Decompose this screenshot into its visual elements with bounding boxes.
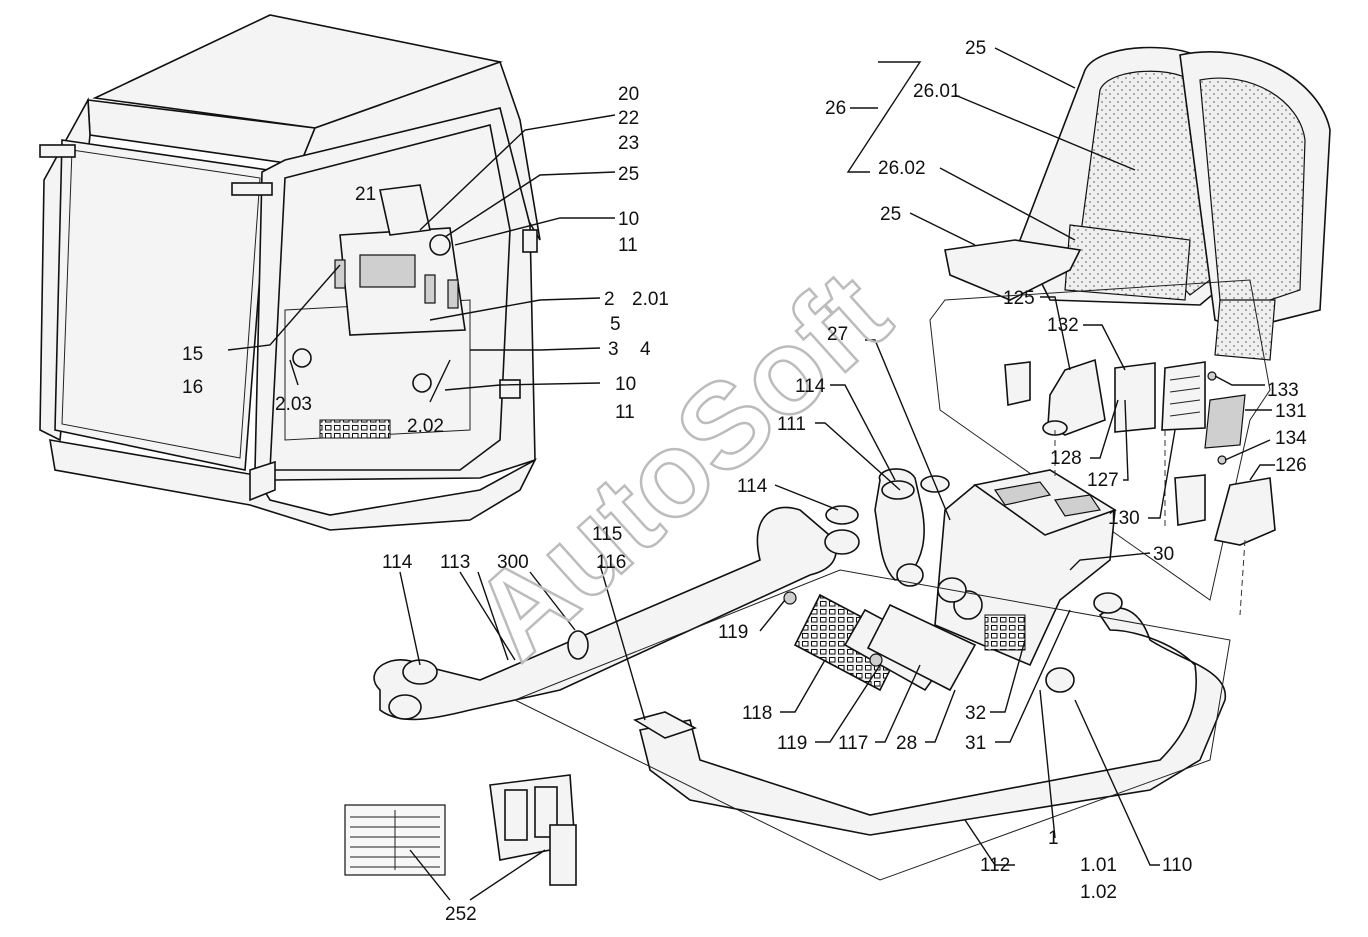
gasket-115 xyxy=(632,711,698,739)
label-28: 28 xyxy=(896,733,917,754)
duct-113 xyxy=(373,506,837,721)
label-118: 118 xyxy=(742,703,772,724)
vent-125 xyxy=(1047,358,1106,436)
duct-port-left xyxy=(292,348,312,368)
cab-floor-base xyxy=(49,439,537,531)
label-110: 110 xyxy=(1162,855,1192,876)
label-1-02: 1.02 xyxy=(1080,882,1117,903)
label-23: 23 xyxy=(618,133,639,154)
callout-labels: 20 22 23 25 10 11 21 2 2.01 5 3 4 15 16 … xyxy=(182,38,1307,925)
relay-252 xyxy=(549,824,577,886)
label-2-02: 2.02 xyxy=(407,416,444,437)
label-4: 4 xyxy=(640,339,651,360)
label-2-03: 2.03 xyxy=(275,394,312,415)
cab-floor-grille xyxy=(319,419,391,439)
label-16: 16 xyxy=(182,377,203,398)
heater-logo-panel xyxy=(359,254,416,288)
cab-heater-top xyxy=(379,184,431,236)
label-2: 2 xyxy=(604,289,615,310)
label-26-01: 26.01 xyxy=(913,81,961,102)
label-113: 113 xyxy=(440,552,470,573)
label-131: 131 xyxy=(1275,401,1307,422)
label-10b: 10 xyxy=(615,374,636,395)
cab-assembly xyxy=(39,14,541,531)
vent-grille-130 xyxy=(1161,361,1206,431)
label-130: 130 xyxy=(1108,508,1140,529)
label-115: 115 xyxy=(592,524,622,545)
heater-box-assembly xyxy=(934,358,1276,667)
label-25b: 25 xyxy=(965,38,986,59)
label-114a: 114 xyxy=(795,376,826,397)
seat-strip-25 xyxy=(944,239,1082,301)
label-10: 10 xyxy=(618,209,639,230)
label-22: 22 xyxy=(618,108,639,129)
label-11b: 11 xyxy=(615,402,635,423)
label-3: 3 xyxy=(608,339,619,360)
label-300: 300 xyxy=(497,552,529,573)
label-20: 20 xyxy=(618,84,639,105)
label-252: 252 xyxy=(445,904,477,925)
label-114c: 114 xyxy=(382,552,413,573)
label-111: 111 xyxy=(777,414,806,435)
label-1-01: 1.01 xyxy=(1080,855,1117,876)
duct-112-110 xyxy=(639,607,1226,836)
label-25: 25 xyxy=(618,164,639,185)
mirror-bracket-upper xyxy=(39,144,76,158)
vent-cover-131 xyxy=(1204,394,1246,449)
filter-assembly xyxy=(783,591,977,692)
label-114b: 114 xyxy=(737,476,768,497)
label-26: 26 xyxy=(825,98,846,119)
label-132: 132 xyxy=(1047,315,1079,336)
heater-cap xyxy=(429,234,451,256)
heater-box-grille xyxy=(984,614,1026,651)
label-116: 116 xyxy=(596,552,626,573)
seat-back-shell-cushion xyxy=(1199,77,1306,311)
knob-119 xyxy=(783,591,797,605)
seat-side-pad xyxy=(1214,299,1276,361)
label-133: 133 xyxy=(1267,380,1299,401)
heater-box-top xyxy=(973,469,1117,536)
clamp-300 xyxy=(567,630,589,660)
label-27: 27 xyxy=(827,324,848,345)
label-125: 125 xyxy=(1003,288,1035,309)
label-1: 1 xyxy=(1048,828,1059,849)
label-127: 127 xyxy=(1087,470,1119,491)
label-134: 134 xyxy=(1275,428,1307,449)
label-11: 11 xyxy=(618,235,638,256)
mirror-bracket-lower xyxy=(231,182,273,196)
clamp-114-mid xyxy=(825,505,859,525)
duct-system xyxy=(373,468,1231,881)
label-126: 126 xyxy=(1275,455,1307,476)
label-32: 32 xyxy=(965,703,986,724)
label-25c: 25 xyxy=(880,204,901,225)
label-117: 117 xyxy=(838,733,868,754)
vent-frame-132 xyxy=(1114,362,1156,433)
fuse-box-assembly xyxy=(344,774,577,886)
label-119a: 119 xyxy=(718,622,748,643)
label-21: 21 xyxy=(355,184,376,205)
label-5: 5 xyxy=(610,314,621,335)
label-112: 112 xyxy=(980,855,1010,876)
vent-126 xyxy=(1214,477,1276,546)
leader-lines xyxy=(227,47,1275,901)
clamp-114-top xyxy=(881,480,915,500)
label-31: 31 xyxy=(965,733,986,754)
label-119b: 119 xyxy=(777,733,807,754)
label-26-02: 26.02 xyxy=(878,158,926,179)
cab-front-glass xyxy=(54,139,269,471)
clamp-114-left xyxy=(402,659,438,685)
label-2-01: 2.01 xyxy=(632,289,669,310)
duct-port-right xyxy=(412,373,432,393)
seat-back-assembly xyxy=(929,46,1331,601)
label-15: 15 xyxy=(182,344,203,365)
label-30: 30 xyxy=(1153,544,1174,565)
filter-28 xyxy=(866,603,977,692)
label-128: 128 xyxy=(1050,448,1082,469)
